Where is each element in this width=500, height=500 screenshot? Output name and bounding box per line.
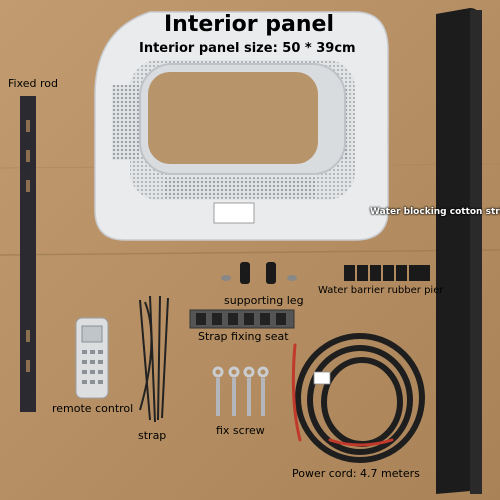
supporting-legs [221, 262, 297, 284]
fixed-rod-label: Fixed rod [8, 77, 58, 90]
rubber-piers [344, 265, 430, 281]
strip-edge [470, 10, 482, 494]
cable-ties [139, 295, 169, 423]
strap-label: strap [138, 429, 167, 442]
interior-panel [94, 11, 389, 241]
panel-size-label: Interior panel size: 50 * 39cm [139, 41, 356, 56]
rubber-pier-label: Water barrier rubber pier [318, 285, 444, 296]
remote-control [75, 317, 109, 399]
fix-screws [212, 366, 269, 416]
supporting-leg-label: supporting leg [224, 294, 304, 307]
qr-label [213, 202, 255, 224]
water-strip-label: Water blocking cotton strip [370, 207, 500, 217]
cardboard-seam [0, 249, 500, 256]
strap-seat-label: Strap fixing seat [198, 330, 289, 343]
power-cord-label: Power cord: 4.7 meters [292, 467, 420, 480]
page-title: Interior panel [164, 12, 335, 37]
fix-screw-label: fix screw [216, 424, 265, 437]
strap-fixing-seats [189, 309, 295, 329]
power-cord [291, 333, 425, 463]
fixed-rod [20, 96, 36, 412]
remote-control-label: remote control [52, 402, 134, 415]
